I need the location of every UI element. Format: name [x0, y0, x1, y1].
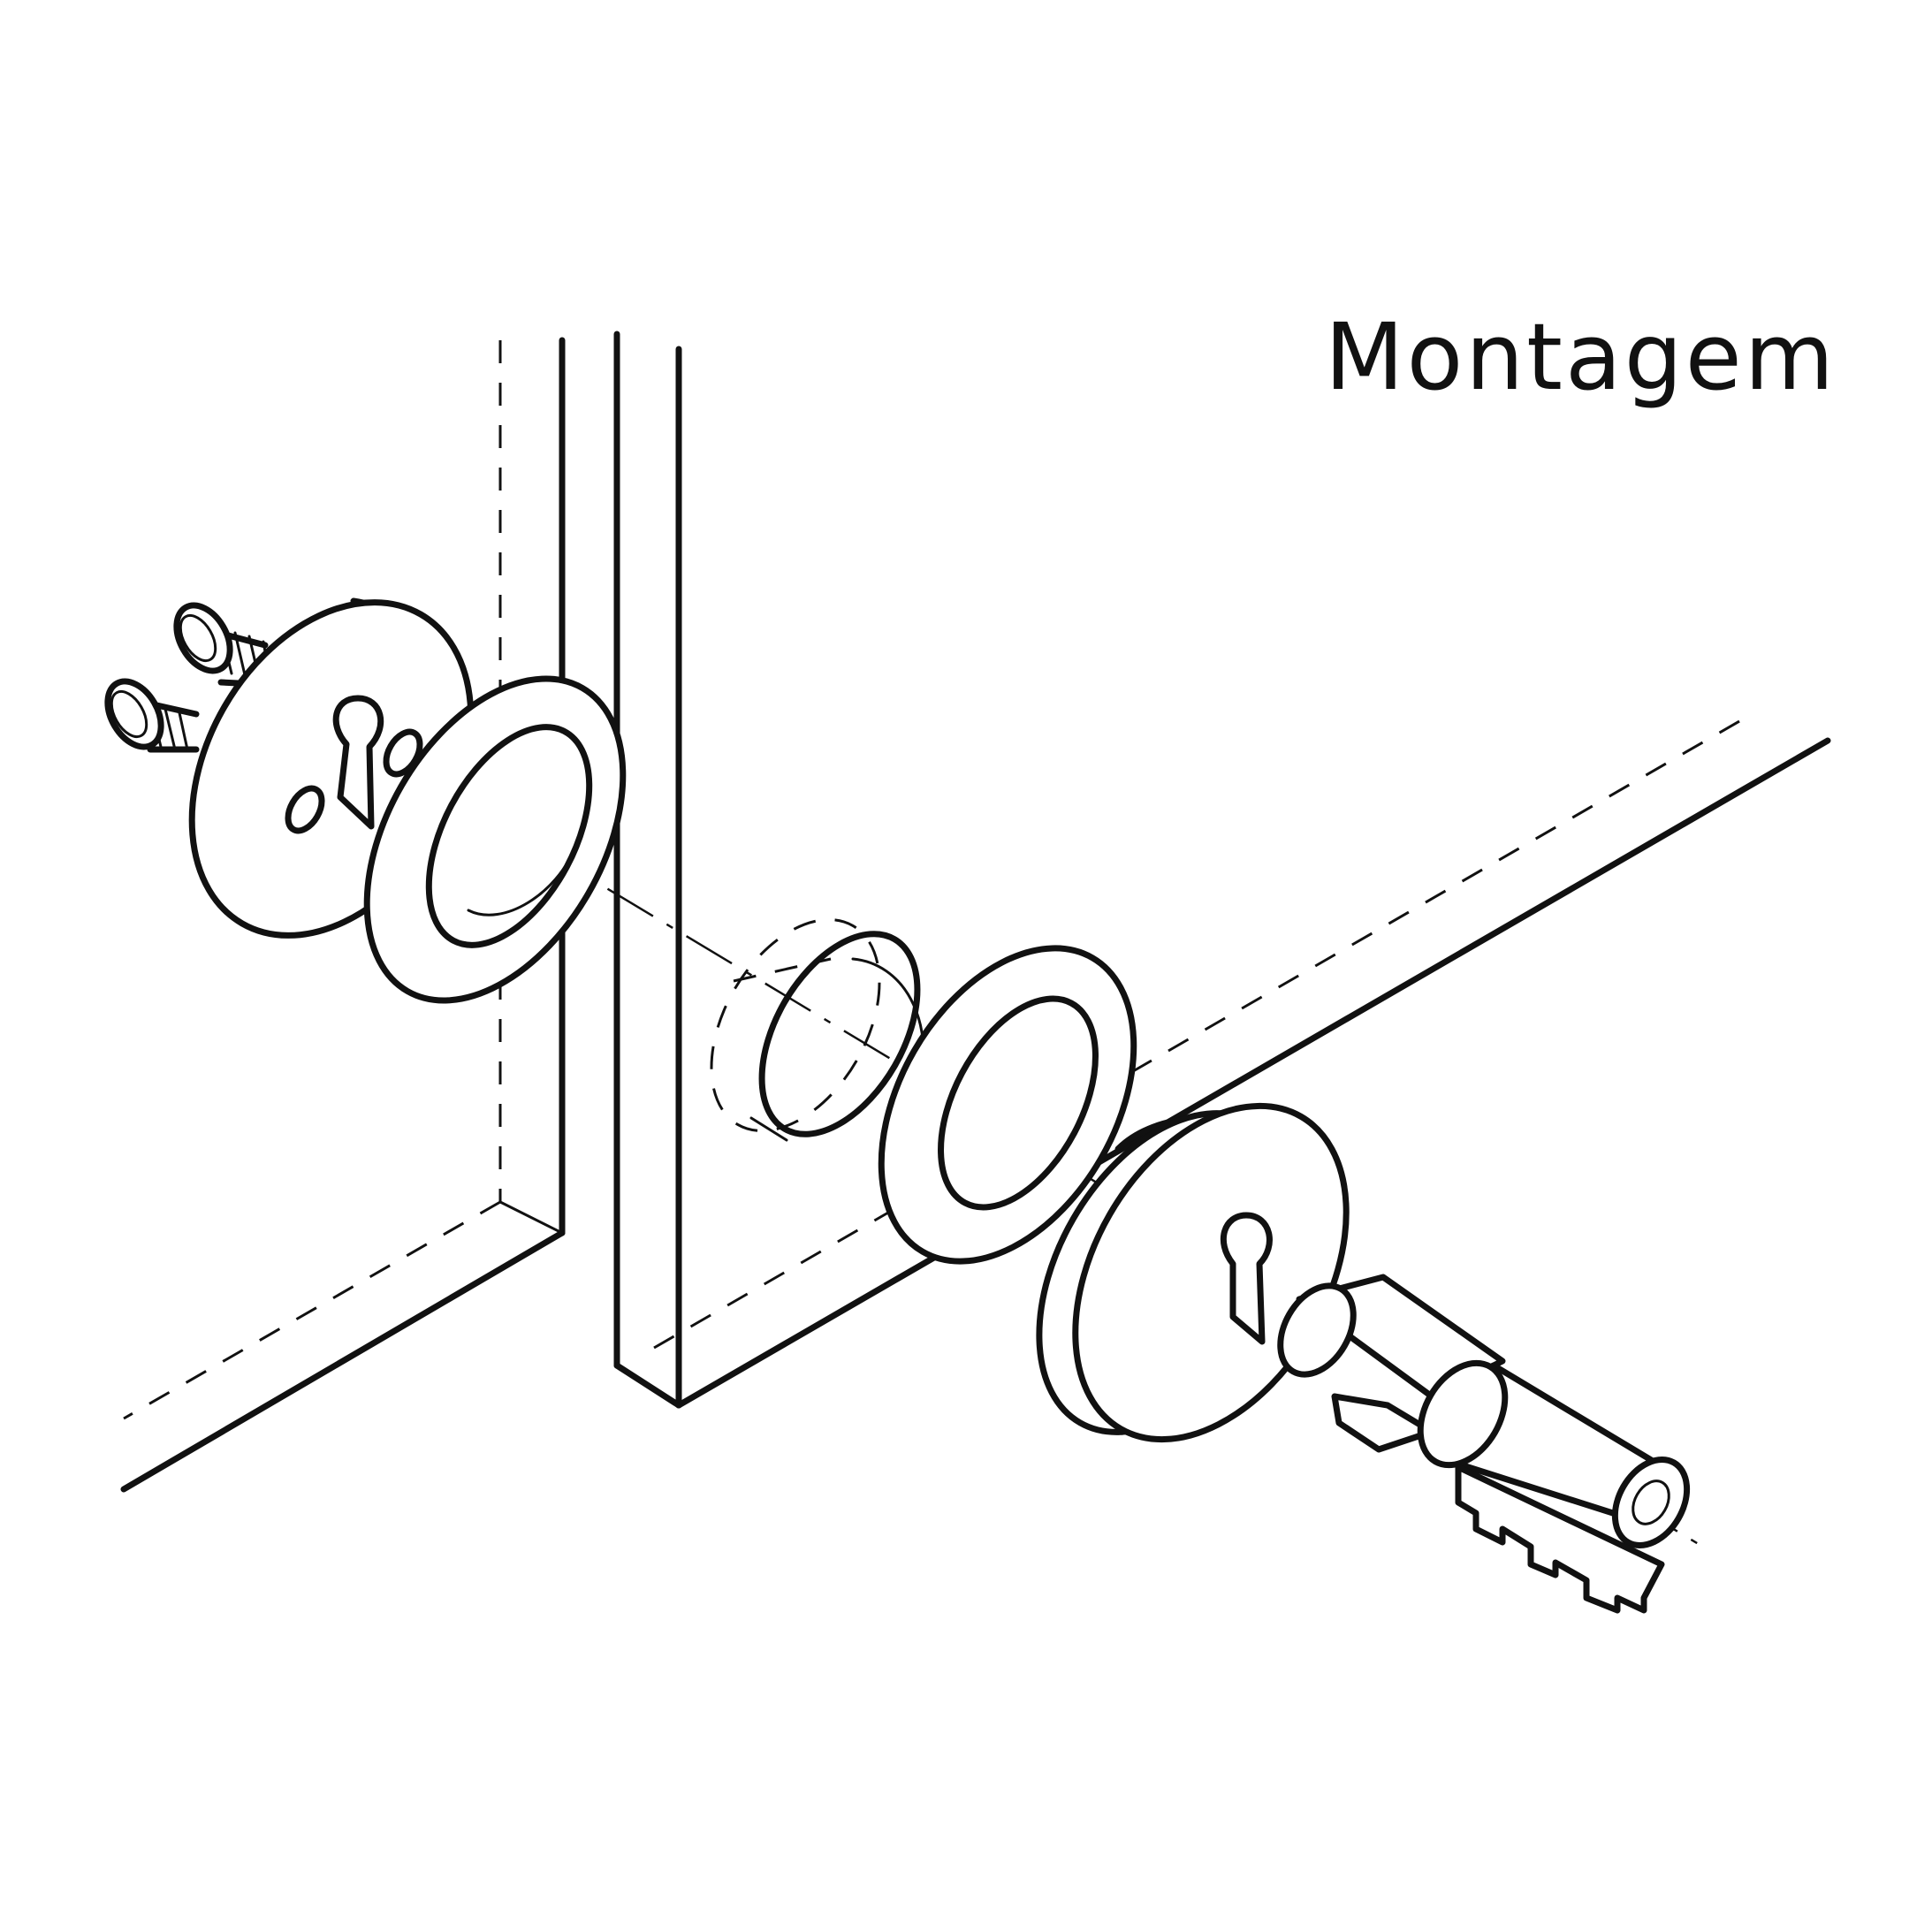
diagram-title: Montagem — [1324, 303, 1837, 411]
front-rosette — [1036, 1102, 1350, 1443]
mounting-screw-lower — [104, 678, 200, 753]
key-blade — [1455, 1464, 1665, 1614]
door-leaf — [613, 331, 1831, 1409]
lock-cylinder — [1277, 1274, 1691, 1548]
spacer-ring-front — [878, 945, 1137, 1265]
spacer-ring-left — [363, 675, 627, 1004]
